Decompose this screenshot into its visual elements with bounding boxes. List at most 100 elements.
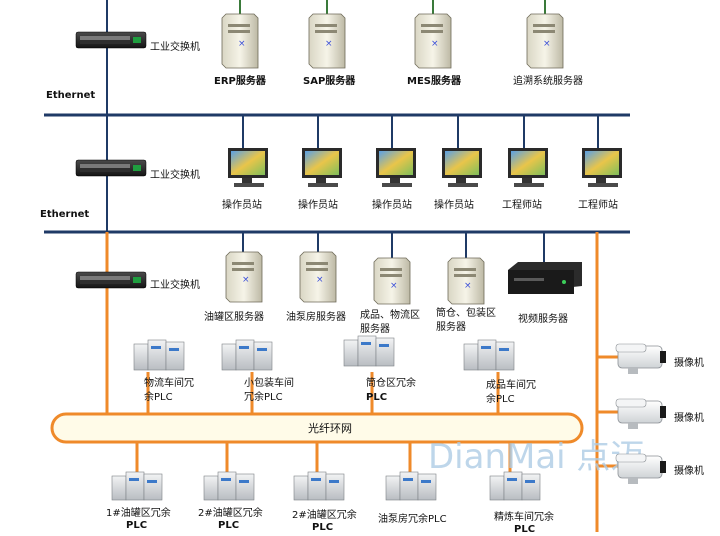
workstation-label: 工程师站 bbox=[578, 198, 618, 211]
workstation-3: 操作员站 bbox=[372, 148, 416, 211]
server-tower-icon: × bbox=[221, 13, 259, 69]
plc-label-line2: PLC bbox=[218, 520, 239, 531]
svg-text:×: × bbox=[431, 39, 439, 49]
switch-2: 工业交换机 bbox=[75, 159, 200, 181]
workstation-drops bbox=[242, 115, 599, 148]
svg-text:×: × bbox=[390, 281, 398, 291]
area-server-label-line1: 筒仓、包装区 bbox=[436, 306, 496, 319]
plc-label-line2: PLC bbox=[312, 522, 333, 532]
plc-label-line1: 成品车间冗 bbox=[486, 378, 536, 391]
workstation-4: 操作员站 bbox=[434, 148, 482, 211]
camera-2: 摄像机 bbox=[615, 398, 704, 429]
area-server-label-line2: 服务器 bbox=[436, 320, 466, 333]
fiber-links bbox=[105, 232, 620, 532]
server-tower-icon: × bbox=[299, 251, 337, 303]
plc-module-icon bbox=[293, 471, 345, 501]
industrial-switch-icon bbox=[75, 31, 147, 49]
svg-text:×: × bbox=[242, 275, 250, 285]
monitor-workstation-icon bbox=[376, 148, 416, 187]
ethernet-label-1: Ethernet bbox=[46, 90, 95, 101]
server-tower-icon: × bbox=[225, 251, 263, 303]
top-server-drops bbox=[239, 0, 546, 14]
plc-label-line1: 2#油罐区冗余 bbox=[198, 506, 263, 519]
server-label: ERP服务器 bbox=[214, 74, 267, 87]
workstation-label: 工程师站 bbox=[502, 198, 542, 211]
plc-label-line1: 1#油罐区冗余 bbox=[106, 506, 171, 519]
area-server-video: 视频服务器 bbox=[508, 262, 582, 325]
workstation-1: 操作员站 bbox=[222, 148, 268, 211]
server-tower-icon: × bbox=[526, 13, 564, 69]
top-server-mes: × MES服务器 bbox=[407, 13, 462, 87]
svg-text:×: × bbox=[464, 281, 472, 291]
svg-text:×: × bbox=[325, 39, 333, 49]
workstation-label: 操作员站 bbox=[434, 198, 474, 211]
server-tower-icon: × bbox=[308, 13, 346, 69]
plc-tank-1: 1#油罐区冗余 PLC bbox=[106, 471, 171, 531]
top-server-trace: × 追溯系统服务器 bbox=[513, 13, 583, 87]
plc-label-line2: PLC bbox=[366, 392, 387, 403]
area-server-drops bbox=[242, 232, 545, 262]
plc-label: 油泵房冗余PLC bbox=[378, 512, 447, 525]
plc-module-icon bbox=[221, 339, 273, 371]
plc-module-icon bbox=[463, 339, 515, 371]
ethernet-label-2: Ethernet bbox=[40, 209, 89, 220]
monitor-workstation-icon bbox=[508, 148, 548, 187]
plc-tank-2b: 2#油罐区冗余 PLC bbox=[292, 471, 357, 533]
plc-label-line1: 2#油罐区冗余 bbox=[292, 508, 357, 521]
plc-label-line2: 余PLC bbox=[486, 392, 515, 405]
camera-1: 摄像机 bbox=[615, 343, 704, 374]
bullet-camera-icon bbox=[615, 453, 666, 484]
video-recorder-icon bbox=[508, 262, 582, 294]
fiber-ring bbox=[50, 412, 584, 444]
camera-label: 摄像机 bbox=[674, 356, 704, 369]
area-server-label-line1: 成品、物流区 bbox=[360, 308, 420, 321]
server-tower-icon: × bbox=[447, 257, 485, 305]
top-server-erp: × ERP服务器 bbox=[214, 13, 267, 87]
area-server-label: 视频服务器 bbox=[518, 312, 568, 325]
fiber-ring-label: 光纤环网 bbox=[308, 421, 352, 435]
monitor-workstation-icon bbox=[582, 148, 622, 187]
plc-finished-goods: 成品车间冗 余PLC bbox=[463, 339, 536, 405]
server-label: SAP服务器 bbox=[303, 74, 356, 87]
plc-module-icon bbox=[489, 471, 541, 501]
area-server-label-line2: 服务器 bbox=[360, 322, 390, 335]
plc-small-packing: 小包装车间 冗余PLC bbox=[221, 339, 294, 403]
switch-label: 工业交换机 bbox=[150, 40, 200, 53]
area-server-silo: × 筒仓、包装区 服务器 bbox=[436, 257, 496, 333]
plc-label-line2: 冗余PLC bbox=[244, 390, 283, 403]
industrial-switch-icon bbox=[75, 159, 147, 177]
svg-text:×: × bbox=[238, 39, 246, 49]
plc-label-line1: 小包装车间 bbox=[244, 376, 294, 389]
plc-label-line2: 余PLC bbox=[144, 390, 173, 403]
plc-module-icon bbox=[133, 339, 185, 371]
area-server-pump: × 油泵房服务器 bbox=[286, 251, 346, 323]
plc-label-line1: 精炼车间冗余 bbox=[494, 510, 554, 523]
plc-label-line1: 筒仓区冗余 bbox=[366, 376, 416, 389]
plc-label-line2: PLC bbox=[514, 524, 535, 532]
plc-pump-room: 油泵房冗余PLC bbox=[378, 471, 447, 525]
server-label: MES服务器 bbox=[407, 74, 462, 87]
plc-module-icon bbox=[385, 471, 437, 501]
switch-1: 工业交换机 bbox=[75, 31, 200, 53]
camera-label: 摄像机 bbox=[674, 464, 704, 477]
switch-label: 工业交换机 bbox=[150, 278, 200, 291]
plc-module-icon bbox=[343, 335, 395, 367]
switch-label: 工业交换机 bbox=[150, 168, 200, 181]
plc-module-icon bbox=[203, 471, 255, 501]
plc-silo: 筒仓区冗余 PLC bbox=[343, 335, 416, 403]
top-server-sap: × SAP服务器 bbox=[303, 13, 356, 87]
svg-text:×: × bbox=[316, 275, 324, 285]
area-server-tank: × 油罐区服务器 bbox=[204, 251, 264, 323]
bullet-camera-icon bbox=[615, 398, 666, 429]
workstation-label: 操作员站 bbox=[372, 198, 412, 211]
workstation-2: 操作员站 bbox=[298, 148, 342, 211]
area-server-label: 油泵房服务器 bbox=[286, 310, 346, 323]
industrial-switch-icon bbox=[75, 271, 147, 289]
plc-label-line2: PLC bbox=[126, 520, 147, 531]
workstation-label: 操作员站 bbox=[298, 198, 338, 211]
server-tower-icon: × bbox=[414, 13, 452, 69]
area-server-label: 油罐区服务器 bbox=[204, 310, 264, 323]
monitor-workstation-icon bbox=[228, 148, 268, 187]
monitor-workstation-icon bbox=[302, 148, 342, 187]
